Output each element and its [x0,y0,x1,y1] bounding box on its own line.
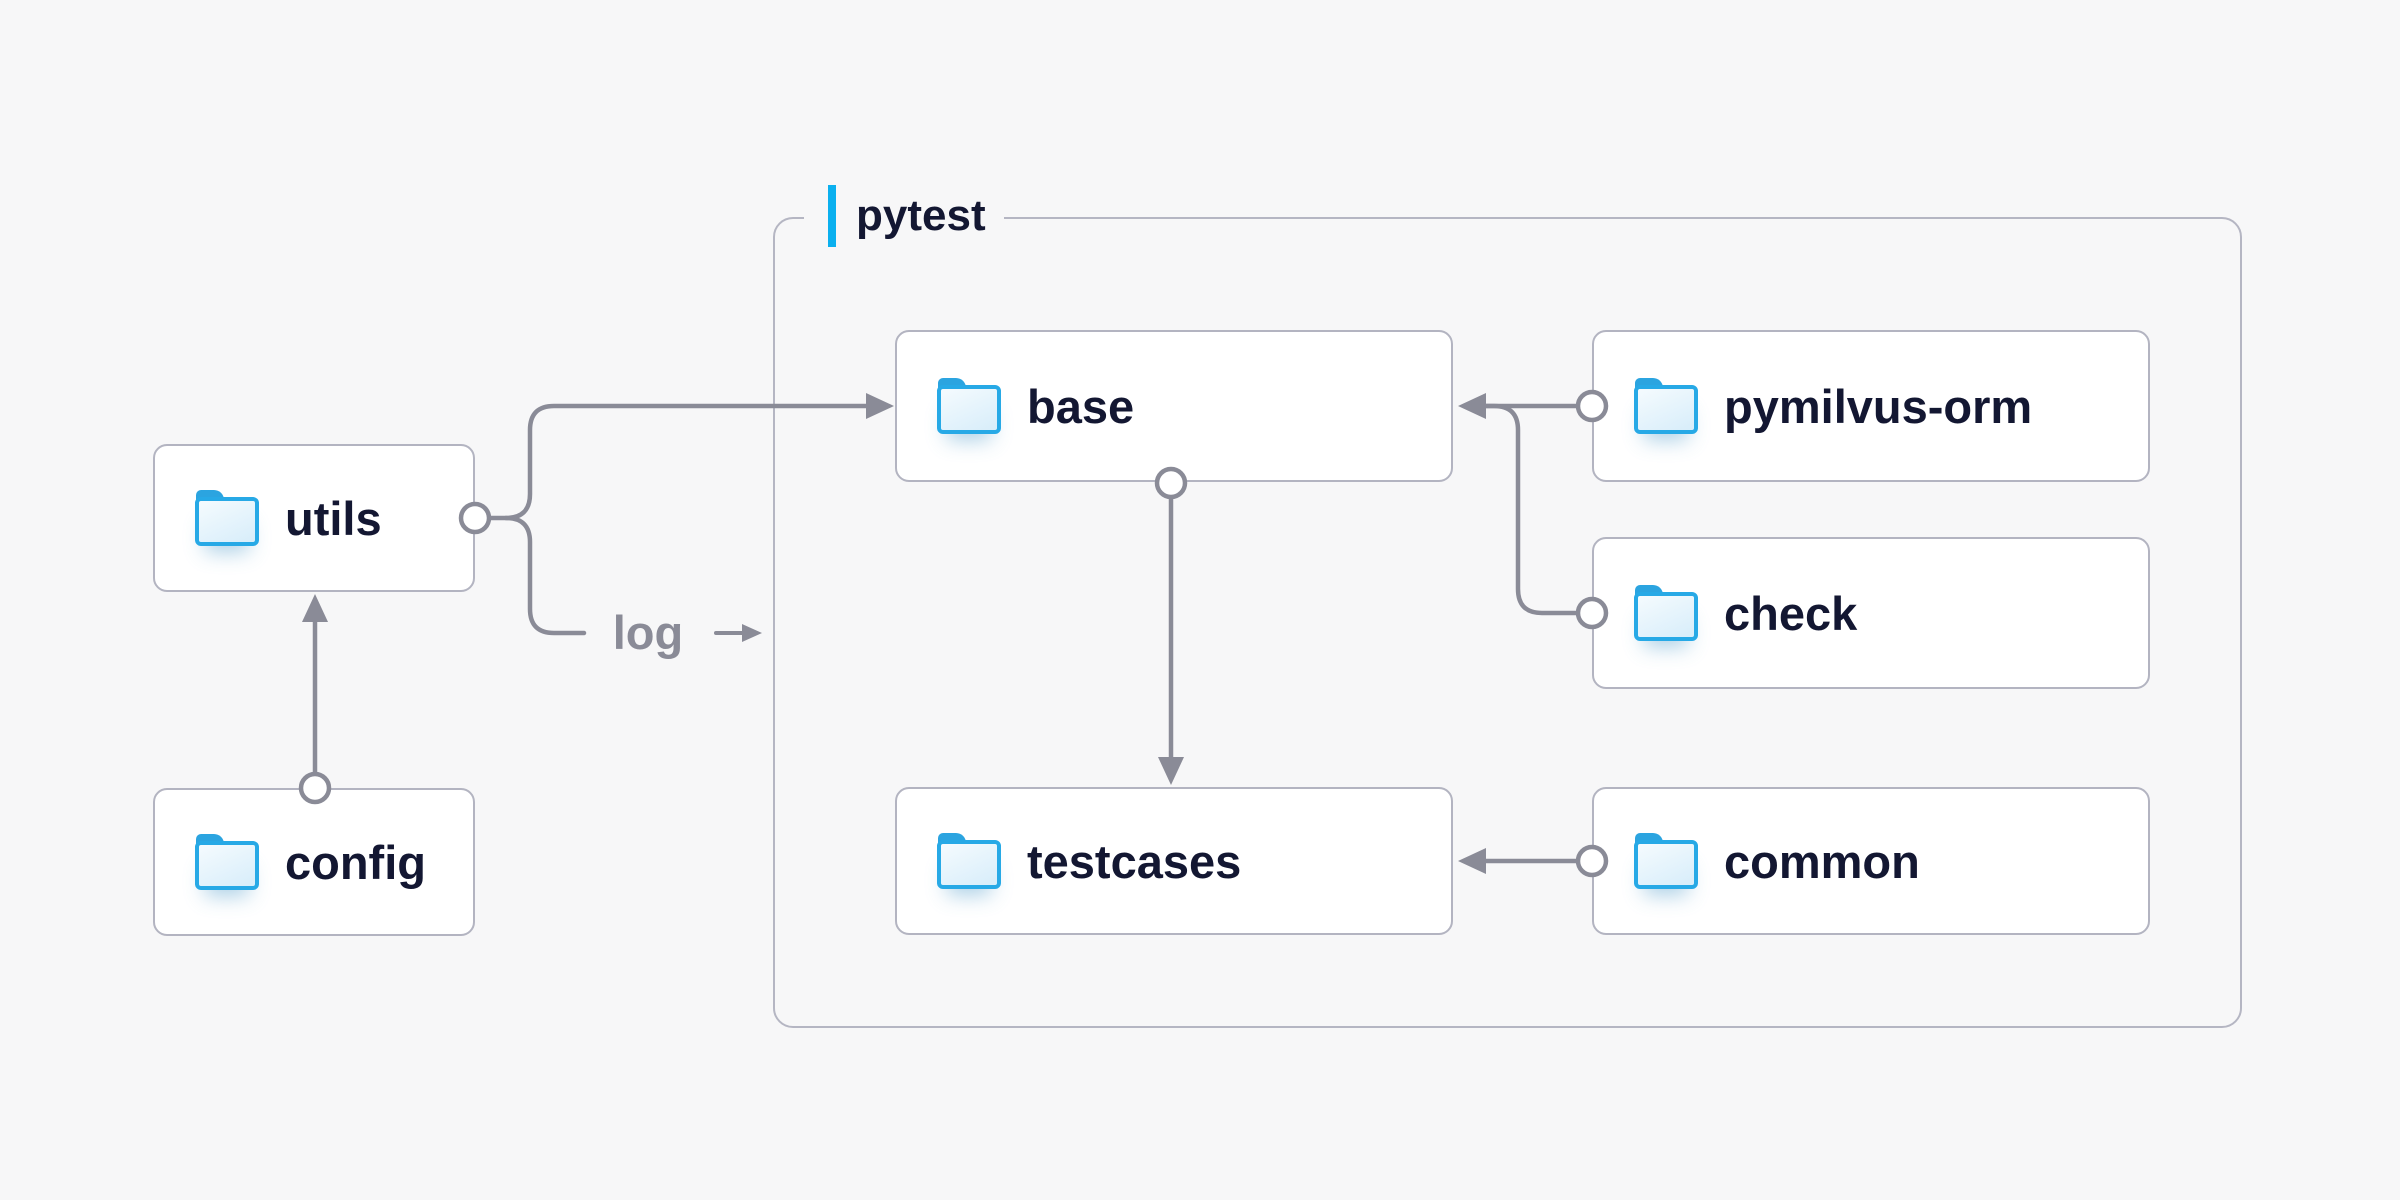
node-config-label: config [285,835,426,889]
edge-utils-log [503,515,587,636]
edge-label-log: log [612,606,684,659]
node-common-label: common [1724,834,1920,888]
folder-icon [937,833,1001,889]
node-config: config [153,788,475,936]
folder-icon [1634,585,1698,641]
pytest-group-label: pytest [804,183,1004,249]
node-check: check [1592,537,2150,689]
pytest-group-container [773,217,2242,1028]
accent-bar-icon [828,185,836,247]
node-testcases-label: testcases [1027,834,1242,888]
folder-icon [1634,833,1698,889]
folder-icon [195,490,259,546]
node-utils: utils [153,444,475,592]
folder-icon [1634,378,1698,434]
arrowhead-log [742,624,762,642]
folder-icon [195,834,259,890]
node-base: base [895,330,1453,482]
node-pymilvus-orm-label: pymilvus-orm [1724,379,2033,433]
pytest-group-title: pytest [856,191,986,240]
node-utils-label: utils [285,491,382,545]
node-base-label: base [1027,379,1135,433]
node-pymilvus-orm: pymilvus-orm [1592,330,2150,482]
node-testcases: testcases [895,787,1453,935]
node-common: common [1592,787,2150,935]
node-check-label: check [1724,586,1858,640]
folder-icon [937,378,1001,434]
arrowhead-config-utils [302,594,328,622]
